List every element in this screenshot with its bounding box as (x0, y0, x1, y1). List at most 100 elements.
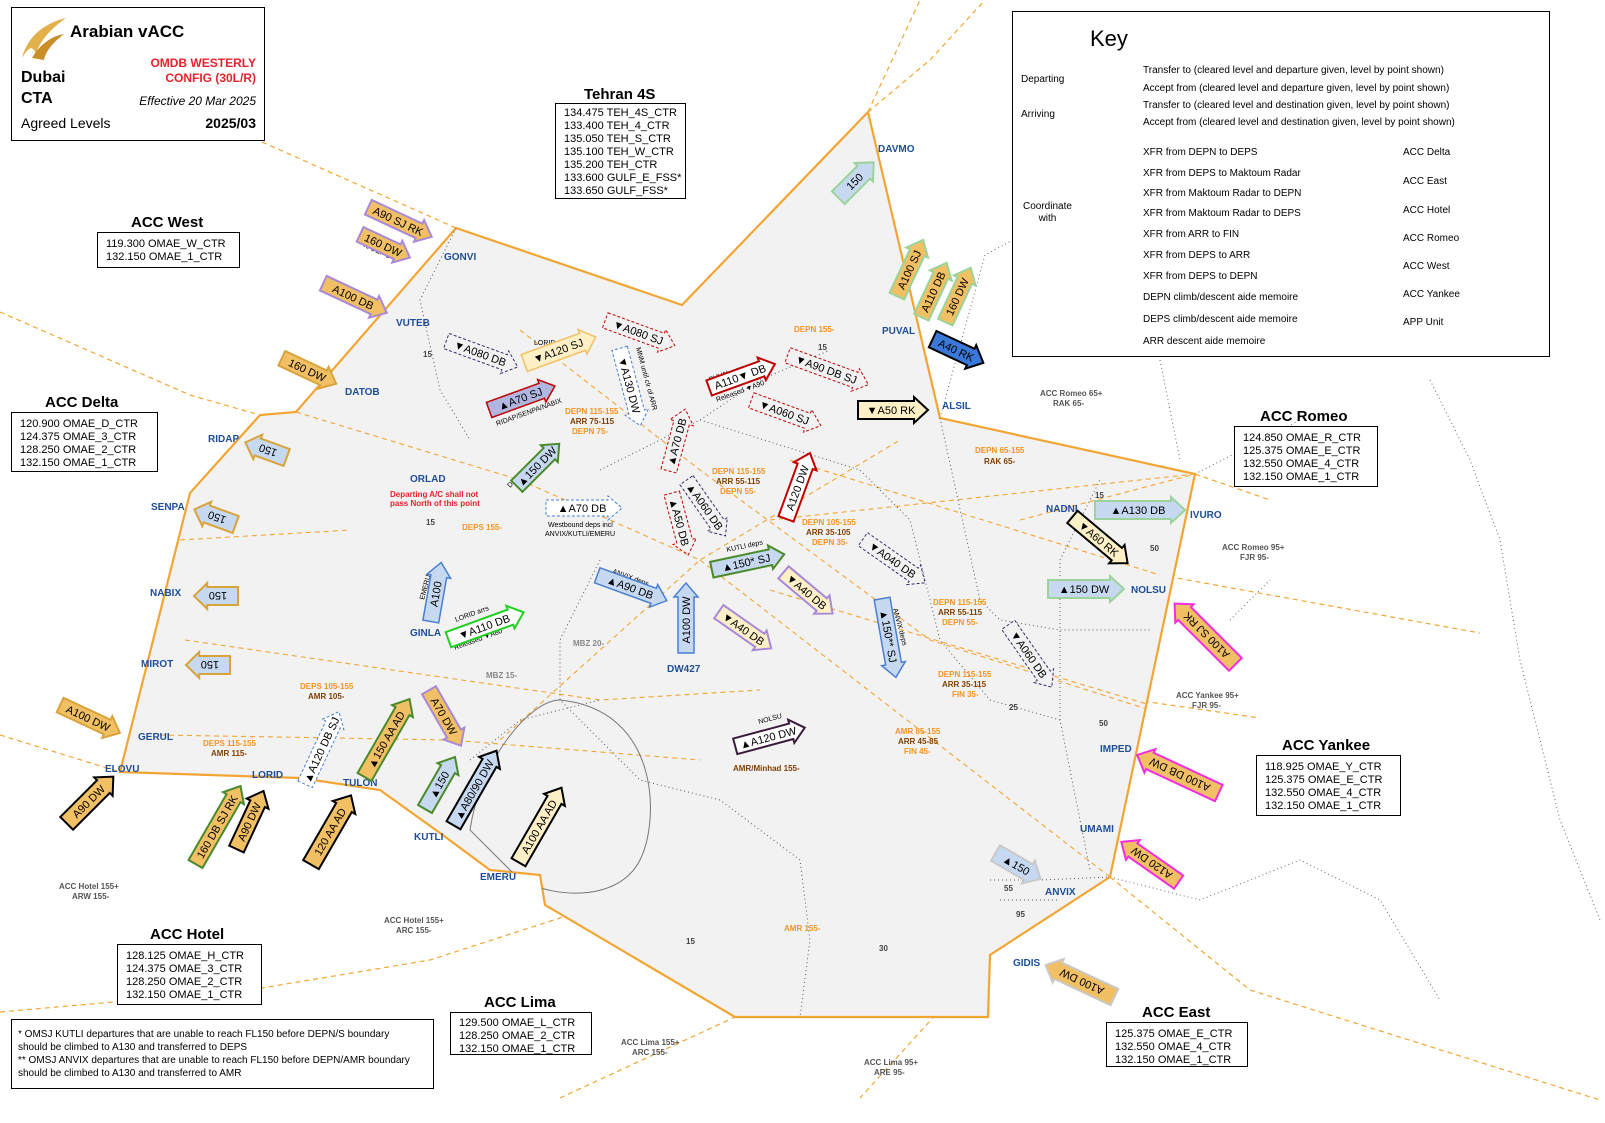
wpt-tulon[interactable]: TULON (343, 778, 377, 789)
wpt-nabix[interactable]: NABIX (150, 588, 181, 599)
key-departing: Departing (1021, 74, 1065, 85)
wpt-datob[interactable]: DATOB (345, 387, 380, 398)
svg-text:55: 55 (1004, 884, 1013, 893)
lima-title: ACC Lima (484, 994, 556, 1011)
subtitle: Agreed Levels (21, 115, 111, 131)
wpt-ginla[interactable]: GINLA (410, 628, 441, 639)
wpt-gidis[interactable]: GIDIS (1013, 958, 1041, 969)
wpt-vuteb[interactable]: VUTEB (396, 318, 430, 329)
svg-text:15: 15 (426, 518, 435, 527)
wpt-ivuro[interactable]: IVURO (1190, 510, 1222, 521)
wpt-imped[interactable]: IMPED (1100, 744, 1132, 755)
arrow-a120-dw-yankee: A120 DW (1120, 838, 1185, 891)
arrow-label: 160 DB SJ RK (195, 793, 241, 861)
wpt-anvix[interactable]: ANVIX (1045, 887, 1076, 898)
svg-text:AMR 105-: AMR 105- (308, 692, 345, 701)
wpt-ridap[interactable]: RIDAP (208, 434, 239, 445)
svg-text:DEPN 115-155: DEPN 115-155 (938, 670, 992, 679)
key-row-2: Transfer to (cleared level and destinati… (1143, 100, 1450, 111)
arrow-150-mirot: 150 (184, 649, 231, 681)
fir-boundaries (939, 219, 1601, 1001)
arrow-label: 150 (207, 508, 228, 526)
wpt-senpa[interactable]: SENPA (151, 502, 185, 513)
key-title: Key (1090, 26, 1128, 51)
wpt-nadni[interactable]: NADNI (1046, 504, 1078, 515)
key-row-0: Transfer to (cleared level and departure… (1143, 65, 1444, 76)
east-title: ACC East (1142, 1004, 1211, 1021)
wpt-mirot[interactable]: MIROT (141, 659, 173, 670)
key-arriving: Arriving (1021, 109, 1055, 120)
svg-text:15: 15 (423, 350, 432, 359)
svg-text:ARR 55-115: ARR 55-115 (938, 608, 983, 617)
wpt-orlad[interactable]: ORLAD (410, 474, 446, 485)
arrow-label: ▲150 DW (1059, 584, 1110, 596)
arrow-label: ▼A50 RK (867, 405, 916, 417)
svg-text:AMR/Minhad 155-: AMR/Minhad 155- (733, 764, 800, 773)
arrow-a100-db-dw-yankee: A100 DB DW (1135, 747, 1224, 803)
wpt-gerul[interactable]: GERUL (138, 732, 173, 743)
key-xfr-9: ARR descent aide memoire (1143, 336, 1266, 347)
waypoints: DAVMO GONVI VUTEB DATOB RIDAP SENPA NABI… (105, 144, 1222, 969)
arrow-150-davmo: 150 (830, 161, 875, 206)
race-track (469, 699, 651, 894)
notes-box: * OMSJ KUTLI departures that are unable … (11, 1019, 434, 1089)
wpt-kutli[interactable]: KUTLI (414, 832, 444, 843)
wpt-emeru[interactable]: EMERU (480, 872, 516, 883)
svg-text:AMR 155-: AMR 155- (784, 924, 821, 933)
key-row-1: Accept from (cleared level and departure… (1143, 83, 1450, 94)
wpt-umami[interactable]: UMAMI (1080, 824, 1114, 835)
key-xfr-7: DEPN climb/descent aide memoire (1143, 292, 1299, 303)
svg-text:ARR 45-85: ARR 45-85 (898, 737, 939, 746)
arrow-label: 150 (209, 589, 227, 601)
arrow-label: A100 DW (681, 596, 693, 644)
arrow-150-senpa: 150 (192, 499, 241, 535)
svg-text:ARW 155-: ARW 155- (72, 892, 110, 901)
svg-text:DEPN 55-: DEPN 55- (942, 618, 978, 627)
svg-text:ARE 95-: ARE 95- (874, 1068, 905, 1077)
wpt-dw427[interactable]: DW427 (667, 664, 701, 675)
key-xfr-3: XFR from Maktoum Radar to DEPS (1143, 208, 1301, 219)
arrow-a70-db-west: ▲A70 DB (545, 494, 623, 522)
svg-text:DEPN 115-155: DEPN 115-155 (712, 467, 766, 476)
key-app-unit: APP Unit (1403, 317, 1444, 328)
wpt-nolsu[interactable]: NOLSU (1131, 585, 1166, 596)
wpt-puval[interactable]: PUVAL (882, 326, 915, 337)
wpt-gonvi[interactable]: GONVI (444, 252, 476, 263)
wpt-lorid[interactable]: LORID (252, 770, 283, 781)
romeo-title: ACC Romeo (1260, 408, 1348, 425)
wpt-alsil[interactable]: ALSIL (942, 401, 971, 412)
arrow-a100-dw-gerul: A100 DW (55, 696, 122, 740)
svg-text:95: 95 (1016, 910, 1025, 919)
svg-text:AMR 115-: AMR 115- (211, 749, 247, 758)
arrow-label: 150 (258, 441, 279, 459)
key-acc-delta: ACC Delta (1403, 147, 1451, 158)
svg-text:DEPN 55-: DEPN 55- (720, 487, 756, 496)
wpt-davmo[interactable]: DAVMO (878, 144, 915, 155)
svg-text:DEPN 105-155: DEPN 105-155 (802, 518, 856, 527)
key-acc-hotel: ACC Hotel (1403, 205, 1451, 216)
svg-text:DEPN 115-155: DEPN 115-155 (565, 407, 619, 416)
effective-date: Effective 20 Mar 2025 (139, 94, 256, 108)
svg-text:ARR 35-105: ARR 35-105 (806, 528, 851, 537)
key-xfr-8: DEPS climb/descent aide memoire (1143, 314, 1298, 325)
svg-text:DEPS 105-155: DEPS 105-155 (300, 682, 354, 691)
key-row-3: Accept from (cleared level and destinati… (1143, 117, 1455, 128)
arrow-a150-sj-anvix: ▲150** SJ (873, 596, 907, 679)
svg-text:ARR 75-115: ARR 75-115 (570, 417, 615, 426)
svg-text:DEPN 115-155: DEPN 115-155 (933, 598, 987, 607)
cycle: 2025/03 (205, 115, 256, 131)
key-xfr-6: XFR from DEPS to DEPN (1143, 271, 1258, 282)
svg-text:Westbound deps incl: Westbound deps incl (548, 522, 613, 529)
wpt-elovu[interactable]: ELOVU (105, 764, 139, 775)
svg-text:FJR 95-: FJR 95- (1240, 553, 1269, 562)
arrow-label: A100 (428, 580, 444, 607)
svg-text:AMR 85-155: AMR 85-155 (895, 727, 941, 736)
svg-text:ANVIX/KUTLI/EMERU: ANVIX/KUTLI/EMERU (545, 531, 615, 538)
svg-text:50: 50 (1099, 719, 1108, 728)
svg-text:pass North of this point: pass North of this point (390, 499, 480, 508)
arrow-a100-sj-rk-yankee: A100 SJ RK (1173, 602, 1244, 673)
